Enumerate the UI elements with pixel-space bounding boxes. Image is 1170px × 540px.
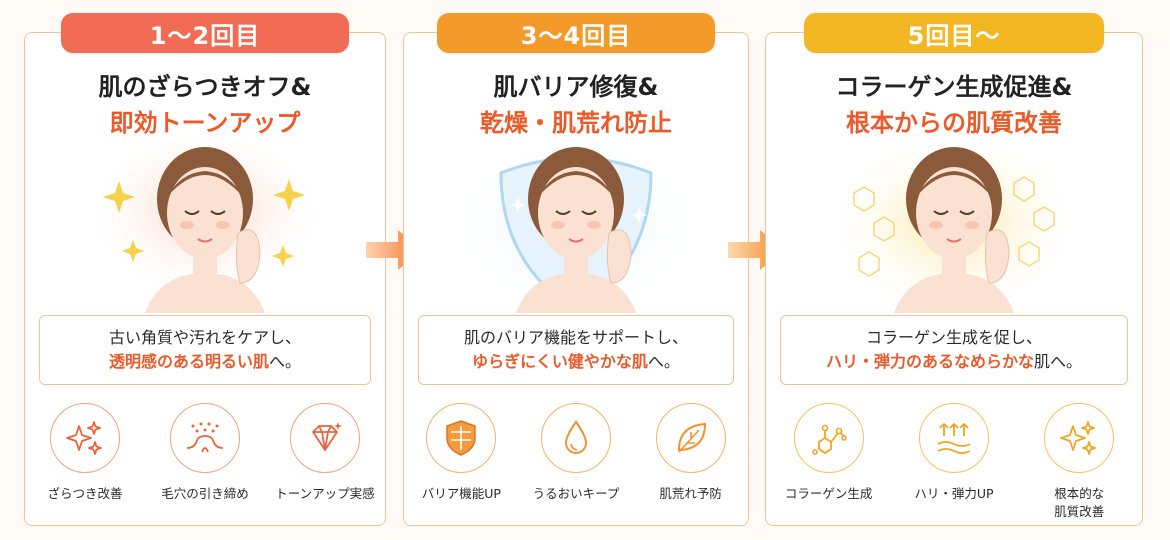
description-tail: 肌へ。 [1034, 352, 1083, 371]
benefit-item: うるおいキープ [521, 403, 631, 503]
leaf-icon [655, 403, 726, 473]
benefit-item: ざらつき改善 [30, 403, 140, 503]
benefit-label-line: 肌質改善 [1054, 504, 1105, 519]
panel-title: コラーゲン生成促進& [835, 73, 1073, 101]
benefit-label: うるおいキープ [532, 486, 620, 501]
benefit-label: トーンアップ実感 [275, 486, 375, 501]
benefit-label: バリア機能UP [421, 486, 501, 501]
panel-subtitle: 乾燥・肌荒れ防止 [480, 109, 672, 137]
description-box: 古い角質や汚れをケアし、 透明感のある明るい肌へ。 [39, 315, 371, 385]
benefit-icons: ざらつき改善 毛穴の引き締め トーンアップ実感 [25, 403, 385, 503]
description-highlight: ハリ・弾力のあるなめらかな [825, 352, 1034, 371]
benefit-item: トーンアップ実感 [270, 403, 380, 503]
step-badge: 5回目〜 [804, 13, 1104, 53]
panel-title: 肌のざらつきオフ& [98, 73, 312, 101]
molecule-icon [793, 403, 864, 473]
benefit-label: 肌荒れ予防 [659, 486, 722, 501]
sparkle-icon [1044, 403, 1115, 473]
description-highlight: 透明感のある明るい肌 [108, 352, 269, 371]
benefit-item: 毛穴の引き締め [150, 403, 260, 503]
step-panel-1: 1〜2回目 肌のざらつきオフ& 即効トーンアップ [24, 13, 386, 526]
sparkle-icon [50, 403, 120, 473]
benefit-item: ハリ・弾力UP [899, 403, 1009, 521]
description-box: 肌のバリア機能をサポートし、 ゆらぎにくい健やかな肌へ。 [418, 315, 734, 385]
benefit-label: 根本的な 肌質改善 [1054, 485, 1104, 521]
benefit-label: コラーゲン生成 [784, 486, 873, 501]
woman-illustration [93, 136, 317, 313]
description-highlight: ゆらぎにくい健やかな肌 [472, 352, 648, 371]
step-panel-2: 3〜4回目 肌バリア修復& 乾燥・肌荒れ防止 肌のバリア機能をサポートし、 ゆら… [403, 13, 749, 526]
benefit-label-line: 根本的な [1054, 486, 1105, 501]
benefit-item: 根本的な 肌質改善 [1024, 403, 1134, 521]
woman-illustration [466, 141, 686, 313]
benefit-item: 肌荒れ予防 [636, 403, 746, 503]
benefit-item: コラーゲン生成 [774, 403, 884, 521]
benefit-icons: バリア機能UP うるおいキープ 肌荒れ予防 [404, 403, 748, 503]
benefit-label: 毛穴の引き締め [161, 486, 249, 501]
description-box: コラーゲン生成を促し、 ハリ・弾力のあるなめらかな肌へ。 [780, 315, 1128, 385]
benefit-item: バリア機能UP [406, 403, 516, 503]
description-line: コラーゲン生成を促し、 [865, 328, 1042, 347]
step-badge: 1〜2回目 [61, 13, 349, 53]
lift-icon [918, 403, 989, 473]
pore-icon [170, 403, 240, 473]
step-panel-3: 5回目〜 コラーゲン生成促進& 根本からの肌質改善 コ [765, 13, 1143, 526]
diamond-icon [290, 403, 360, 473]
description-line: 古い角質や汚れをケアし、 [108, 328, 301, 347]
description-tail: へ。 [647, 352, 680, 371]
panel-subtitle: 即効トーンアップ [109, 109, 301, 137]
description-line: 肌のバリア機能をサポートし、 [463, 328, 688, 347]
panel-title: 肌バリア修復& [493, 73, 659, 101]
benefit-icons: コラーゲン生成 ハリ・弾力UP 根本的な 肌質改善 [766, 403, 1142, 521]
woman-illustration [836, 137, 1072, 313]
benefit-label: ハリ・弾力UP [914, 486, 994, 501]
description-tail: へ。 [269, 352, 302, 371]
panel-subtitle: 根本からの肌質改善 [846, 109, 1062, 137]
benefit-label: ざらつき改善 [47, 486, 123, 501]
step-badge: 3〜4回目 [437, 13, 715, 53]
shield-icon [426, 403, 497, 473]
droplet-icon [540, 403, 611, 473]
